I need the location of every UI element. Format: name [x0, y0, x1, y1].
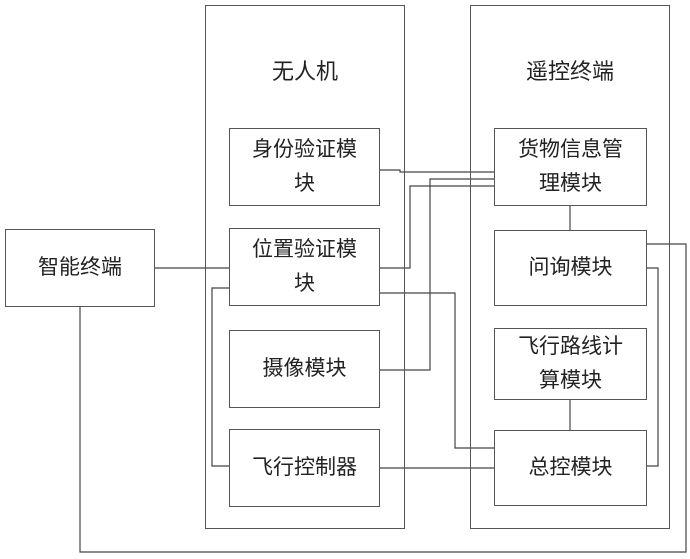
master-control-module: 总控模块	[494, 430, 647, 506]
route-calculation-label-line2: 算模块	[518, 364, 623, 398]
route-calculation-module: 飞行路线计 算模块	[494, 328, 647, 400]
uav-title: 无人机	[206, 54, 404, 86]
inquiry-module: 问询模块	[494, 230, 647, 306]
position-verification-module: 位置验证模 块	[229, 228, 380, 306]
identity-verification-label-line2: 块	[252, 167, 357, 201]
smart-terminal-box: 智能终端	[5, 229, 155, 307]
cargo-info-label-line1: 货物信息管	[518, 133, 623, 167]
flight-controller-label: 飞行控制器	[252, 451, 357, 485]
flight-controller-module: 飞行控制器	[229, 429, 380, 507]
camera-module: 摄像模块	[229, 330, 380, 408]
master-control-label: 总控模块	[529, 451, 613, 485]
position-verification-label-line2: 块	[252, 267, 357, 301]
inquiry-module-label: 问询模块	[529, 251, 613, 285]
identity-verification-label-line1: 身份验证模	[252, 133, 357, 167]
remote-terminal-title: 遥控终端	[471, 54, 669, 86]
position-verification-label-line1: 位置验证模	[252, 233, 357, 267]
route-calculation-label-line1: 飞行路线计	[518, 330, 623, 364]
cargo-info-label-line2: 理模块	[518, 167, 623, 201]
smart-terminal-label: 智能终端	[38, 251, 122, 285]
cargo-info-management-module: 货物信息管 理模块	[494, 128, 647, 206]
camera-module-label: 摄像模块	[263, 352, 347, 386]
identity-verification-module: 身份验证模 块	[229, 128, 380, 206]
